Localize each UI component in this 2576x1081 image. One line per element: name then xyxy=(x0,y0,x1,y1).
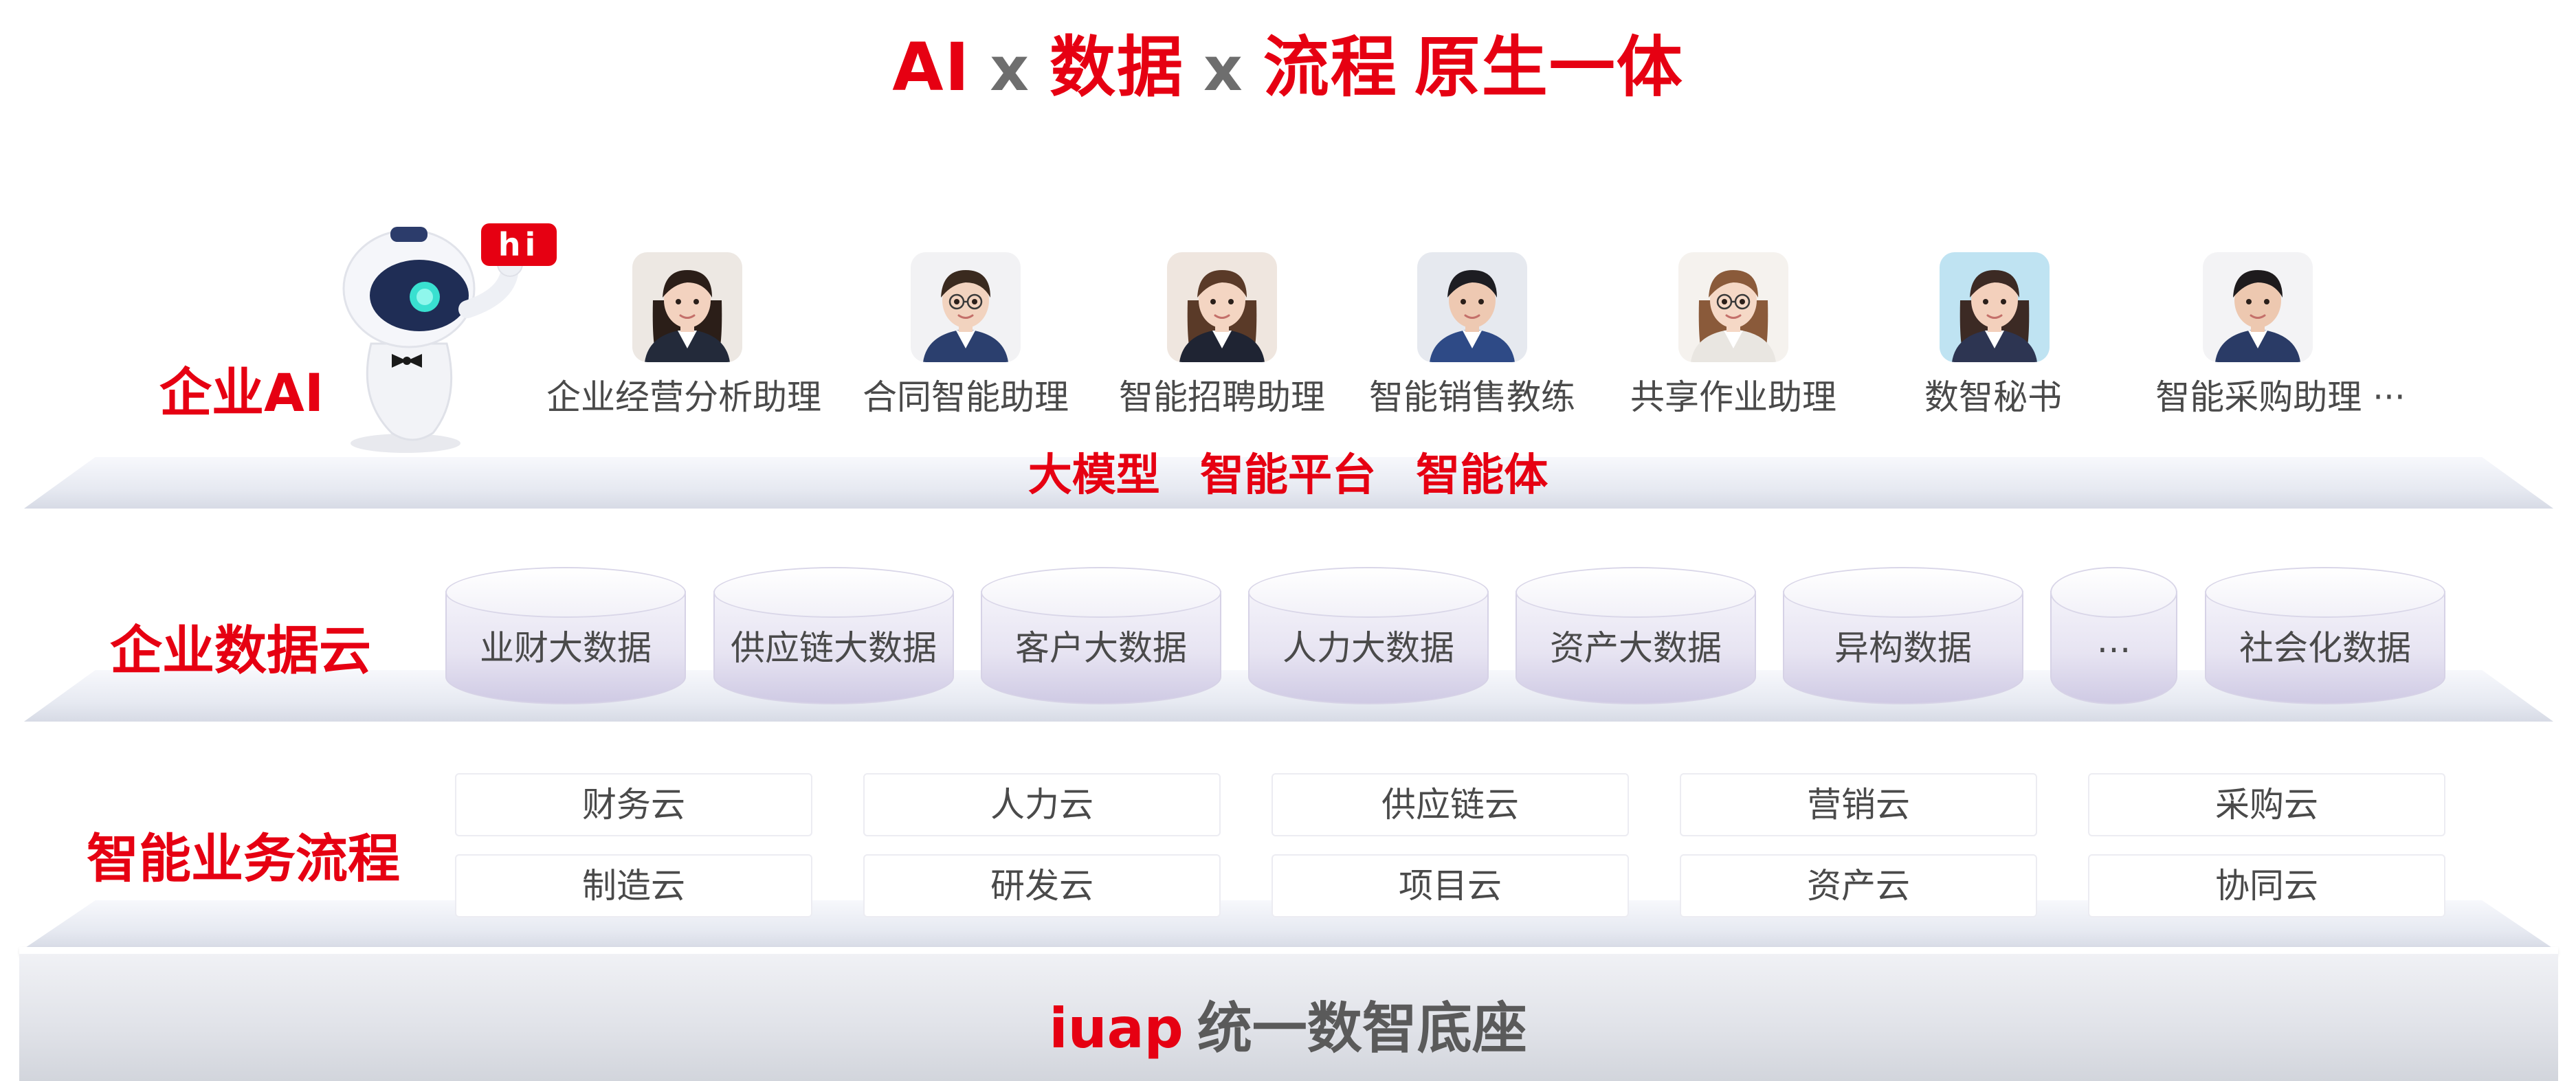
assistant-avatar-2[interactable] xyxy=(911,252,1021,362)
person-avatar-icon xyxy=(645,270,730,362)
title-x-2: x xyxy=(1203,34,1244,104)
platform-llm: 大模型 xyxy=(1028,450,1160,501)
data-cylinder[interactable]: 资产大数据 xyxy=(1515,567,1756,704)
cylinder-top xyxy=(1248,567,1489,618)
title-x-1: x xyxy=(990,34,1030,104)
assistant-label[interactable]: 合同智能助理 xyxy=(863,377,1069,417)
process-layer-label: 智能业务流程 xyxy=(87,828,400,889)
assistant-label[interactable]: 智能招聘助理 xyxy=(1119,377,1325,417)
ai-layer-label: 企业AI xyxy=(159,362,324,423)
robot-mascot-icon xyxy=(342,227,523,453)
cylinder-top xyxy=(2205,567,2445,618)
title-ai: AI xyxy=(892,29,971,106)
data-cylinder-label: 客户大数据 xyxy=(1015,628,1187,668)
business-cloud-box[interactable]: 采购云 xyxy=(2088,773,2445,836)
data-cylinder-label: 业财大数据 xyxy=(480,628,652,668)
cylinder-top xyxy=(1783,567,2023,618)
ai-layer-shelf xyxy=(19,457,2558,512)
data-cylinder-label: 人力大数据 xyxy=(1283,628,1454,668)
data-cylinder[interactable]: 人力大数据 xyxy=(1248,567,1489,704)
data-cylinder[interactable]: … xyxy=(2050,567,2177,704)
business-cloud-box[interactable]: 人力云 xyxy=(863,773,1221,836)
person-avatar-icon xyxy=(1179,270,1265,362)
title-rest: 原生一体 xyxy=(1414,29,1684,106)
cylinder-top xyxy=(713,567,954,618)
data-cylinder[interactable]: 业财大数据 xyxy=(445,567,686,704)
data-cylinder-label: 资产大数据 xyxy=(1550,628,1722,668)
assistant-avatar-6[interactable] xyxy=(1940,252,2050,362)
person-avatar-icon xyxy=(923,270,1008,362)
data-cylinder-label: 供应链大数据 xyxy=(731,628,937,668)
title-data: 数据 xyxy=(1050,29,1184,106)
assistant-avatar-7[interactable] xyxy=(2203,252,2313,362)
title-flow: 流程 xyxy=(1263,29,1398,106)
data-layer-label: 企业数据云 xyxy=(110,620,371,681)
assistant-label[interactable]: 智能销售教练 xyxy=(1369,377,1575,417)
platform-smart-platform: 智能平台 xyxy=(1200,450,1376,501)
assistant-avatar-5[interactable] xyxy=(1678,252,1788,362)
ai-platform-band: 大模型 智能平台 智能体 xyxy=(0,440,2576,503)
data-cylinder[interactable]: 客户大数据 xyxy=(981,567,1221,704)
data-cylinder-label: … xyxy=(2096,621,2131,660)
person-avatar-icon xyxy=(2215,270,2300,362)
assistant-label[interactable]: 数智秘书 xyxy=(1924,377,2062,417)
data-layer-shelf-lip xyxy=(19,722,2558,727)
assistant-label[interactable]: 共享作业助理 xyxy=(1630,377,1836,417)
cylinder-top xyxy=(445,567,686,618)
base-brand: iuap xyxy=(1049,996,1184,1060)
data-cylinder[interactable]: 异构数据 xyxy=(1783,567,2023,704)
page-title: AI x 数据 x 流程原生一体 xyxy=(0,14,2576,109)
business-cloud-box[interactable]: 供应链云 xyxy=(1272,773,1629,836)
ai-layer-shelf-lip xyxy=(19,509,2558,514)
data-cylinder-label: 异构数据 xyxy=(1834,628,1972,668)
cylinder-top xyxy=(1515,567,1756,618)
assistant-label[interactable]: 智能采购助理 ··· xyxy=(2155,377,2406,417)
person-avatar-icon xyxy=(1430,270,1515,362)
business-cloud-box[interactable]: 财务云 xyxy=(455,773,812,836)
hi-bubble: hi xyxy=(481,223,557,266)
base-title: 统一数智底座 xyxy=(1197,996,1527,1060)
cylinder-top xyxy=(981,567,1221,618)
business-cloud-box[interactable]: 协同云 xyxy=(2088,854,2445,917)
person-avatar-icon xyxy=(1952,270,2037,362)
business-cloud-box[interactable]: 营销云 xyxy=(1680,773,2037,836)
data-cylinder-label: 社会化数据 xyxy=(2239,628,2411,668)
base-top-edge xyxy=(19,947,2558,955)
assistant-avatar-3[interactable] xyxy=(1167,252,1277,362)
platform-agent: 智能体 xyxy=(1416,450,1548,501)
person-avatar-icon xyxy=(1691,270,1776,362)
base-platform xyxy=(19,954,2558,1081)
assistant-avatar-1[interactable] xyxy=(632,252,742,362)
data-cylinder[interactable]: 社会化数据 xyxy=(2205,567,2445,704)
business-cloud-box[interactable]: 项目云 xyxy=(1272,854,1629,917)
business-cloud-box[interactable]: 资产云 xyxy=(1680,854,2037,917)
assistant-label[interactable]: 企业经营分析助理 xyxy=(546,377,821,417)
business-cloud-box[interactable]: 制造云 xyxy=(455,854,812,917)
business-cloud-box[interactable]: 研发云 xyxy=(863,854,1221,917)
cylinder-top xyxy=(2050,567,2177,618)
assistant-avatar-4[interactable] xyxy=(1417,252,1527,362)
data-cylinder[interactable]: 供应链大数据 xyxy=(713,567,954,704)
